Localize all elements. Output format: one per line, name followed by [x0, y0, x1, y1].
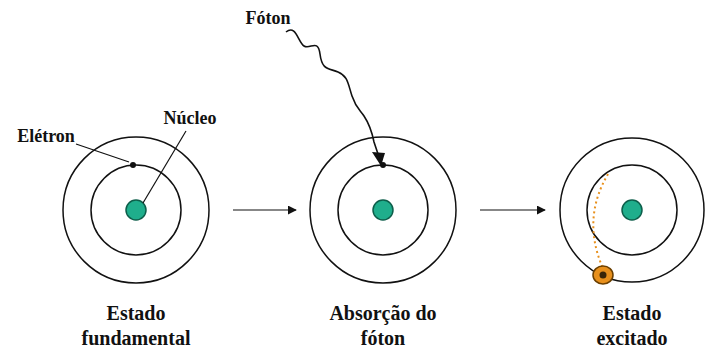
excited-electron-core [600, 272, 607, 279]
photon-wave [286, 30, 378, 154]
leader-line [143, 131, 186, 203]
electron [130, 162, 136, 168]
stage-caption: Absorção do fóton [323, 301, 443, 351]
callout-label: Elétron [17, 126, 75, 147]
atom-stage: Estado excitado [557, 135, 707, 351]
callout-label: Fóton [246, 8, 291, 29]
nucleus [373, 200, 393, 220]
stage-caption: Estado fundamental [76, 301, 196, 351]
leader-line [76, 144, 129, 162]
atom-stage: Estado fundamental [61, 135, 211, 351]
transition-arrow [480, 209, 545, 210]
excited-electron [593, 266, 613, 284]
outer-orbit [560, 138, 704, 282]
electron-jump-path [593, 174, 608, 266]
inner-orbit [91, 165, 181, 255]
atom-stage: Absorção do fóton [308, 135, 458, 351]
photon-arrowhead [372, 152, 385, 166]
transition-arrow [233, 209, 296, 210]
stage-caption: Estado excitado [572, 301, 692, 351]
callout-label: Núcleo [164, 108, 217, 129]
outer-orbit [310, 137, 456, 283]
inner-orbit [587, 165, 677, 255]
nucleus [622, 200, 642, 220]
inner-orbit [338, 165, 428, 255]
outer-orbit [63, 137, 209, 283]
